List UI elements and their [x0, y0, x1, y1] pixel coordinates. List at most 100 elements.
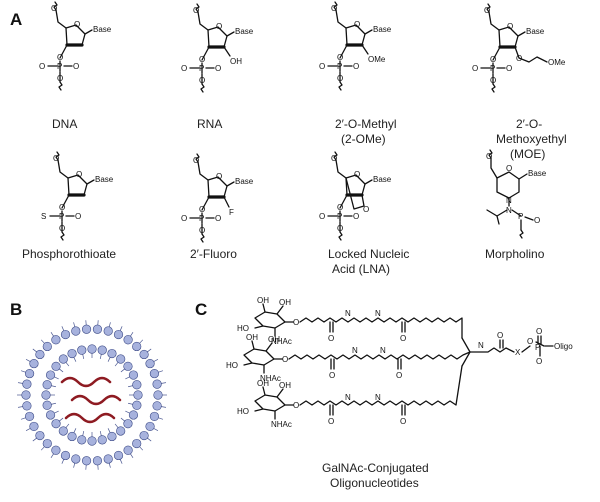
phosphate-oxygen: O: [215, 64, 221, 73]
lipid-head-inner: [128, 410, 139, 420]
phosphate-oxygen-lower: O: [337, 224, 343, 233]
lipid-head-inner: [107, 348, 117, 359]
amide-nitrogen: N: [345, 393, 351, 402]
carbonyl-oxygen: O: [329, 371, 335, 380]
phosphorus: P: [337, 62, 342, 71]
lipid-head-inner: [133, 390, 143, 400]
oligo-strand: [70, 394, 122, 406]
structure-dna: O O Base O O P O O: [39, 0, 112, 92]
base-label: Base: [526, 27, 545, 36]
amide-nitrogen: N: [380, 346, 386, 355]
lipid-head-inner: [87, 344, 97, 354]
galnac-hydroxyl: OH: [279, 381, 291, 390]
phosphorus: P: [199, 214, 204, 223]
amide-nitrogen: N: [375, 393, 381, 402]
branch-nitrogen: N: [478, 341, 484, 350]
three-prime-oxygen: O: [199, 55, 205, 64]
structure-lna: O O Base O O O P O O: [319, 150, 392, 242]
lipid-head-outer: [29, 358, 39, 369]
lipid-head-inner: [87, 436, 97, 446]
phosphate-o-minus: O: [181, 214, 187, 223]
lipid-head-inner: [97, 345, 107, 355]
phosphate-oxygen: O: [353, 212, 359, 221]
galnac-caption-line1: GalNAc-Conjugated: [322, 461, 429, 475]
phosphate-oxygen: O: [506, 64, 512, 73]
amide-nitrogen: N: [352, 346, 358, 355]
ring-oxygen: O: [507, 22, 513, 31]
lipid-head-inner: [51, 361, 61, 371]
lipid-head-inner: [107, 431, 117, 442]
label-lna-line2: Acid (LNA): [332, 262, 390, 276]
lipid-head-inner: [42, 400, 52, 410]
phosphate-oxygen: O: [73, 62, 79, 71]
structure-morpholino: O O Base N N P O: [486, 149, 547, 239]
galnac-hydroxyl: OH: [257, 296, 269, 305]
label-morpholino: Morpholino: [485, 247, 545, 261]
three-prime-oxygen: O: [490, 55, 496, 64]
base-label: Base: [235, 27, 254, 36]
phosphorus: P: [490, 64, 495, 73]
lipid-head-outer: [29, 421, 39, 432]
base-label: Base: [93, 25, 112, 34]
phosphate-oxygen-lower: O: [337, 74, 343, 83]
phosphate-o-minus: O: [319, 62, 325, 71]
lipid-head-outer: [92, 324, 103, 334]
lipid-head-outer: [153, 390, 163, 400]
ring-nitrogen: N: [506, 196, 512, 205]
lipid-head-inner: [45, 410, 56, 420]
label-lna-line1: Locked Nucleic: [328, 247, 409, 261]
label-2-fluoro: 2′-Fluoro: [190, 247, 237, 261]
five-prime-oxygen: O: [331, 154, 337, 163]
lipid-head-inner: [45, 370, 56, 380]
carbonyl-oxygen: O: [400, 334, 406, 343]
lipid-head-outer: [60, 329, 71, 340]
galnac-conjugate: OH OH HO NHAc O OH OH HO NHAc O OH OH HO…: [226, 296, 573, 429]
phosphate-oxygen-lower: O: [199, 226, 205, 235]
lipid-head-outer: [42, 438, 52, 449]
ring-oxygen: O: [506, 164, 512, 173]
carbonyl-oxygen: O: [400, 417, 406, 426]
two-prime-hydroxyl: OH: [230, 57, 242, 66]
galnac-sugar-2: OH OH HO NHAc O: [226, 333, 288, 383]
galnac-nhac: NHAc: [260, 374, 281, 383]
galnac-hydroxyl: OH: [246, 333, 258, 342]
phosphate-o-minus: O: [536, 357, 542, 366]
phosphate-oxygen-lower: O: [490, 76, 496, 85]
lipid-head-outer: [24, 411, 35, 422]
galnac-caption-line2: Oligonucleotides: [330, 476, 419, 490]
label-dna: DNA: [52, 117, 77, 131]
structure-2-fluoro: O O Base F O O P O O: [181, 152, 254, 244]
lipid-head-outer: [51, 335, 61, 345]
oligo-phosphorus: P: [535, 343, 540, 352]
label-2-ome-line2: (2-OMe): [341, 132, 386, 146]
linker-chain-3: [299, 365, 463, 406]
galnac-hydroxyl: OH: [279, 298, 291, 307]
phosphate-oxygen: O: [527, 337, 533, 346]
lipid-head-inner: [123, 361, 133, 371]
lipid-head-inner: [116, 354, 126, 364]
lipid-head-outer: [103, 454, 113, 464]
galnac-hydroxyl: HO: [226, 361, 238, 370]
lipid-head-outer: [132, 341, 142, 352]
panel-label-b: B: [10, 300, 22, 319]
phosphate-oxygen: O: [534, 216, 540, 225]
lipid-head-outer: [113, 450, 124, 461]
label-moe-line1: 2′-O-: [516, 117, 542, 131]
five-prime-oxygen: O: [193, 156, 199, 165]
phosphate-oxygen: O: [215, 214, 221, 223]
lipid-head-inner: [132, 400, 142, 410]
three-prime-oxygen: O: [57, 53, 63, 62]
lipid-head-inner: [58, 426, 68, 436]
lipid-head-outer: [35, 430, 45, 441]
structure-2-ome: O O Base OMe O O P O O: [319, 0, 392, 92]
five-prime-oxygen: O: [53, 154, 59, 163]
ring-oxygen: O: [354, 170, 360, 179]
oligo-label: Oligo: [554, 342, 573, 351]
galnac-hydroxyl: OH: [257, 379, 269, 388]
two-prime-fluorine: F: [229, 208, 234, 217]
phosphate-oxygen-lower: O: [59, 224, 65, 233]
lipid-head-outer: [145, 358, 155, 369]
lipid-head-outer: [149, 368, 160, 379]
phosphorus: P: [337, 212, 342, 221]
